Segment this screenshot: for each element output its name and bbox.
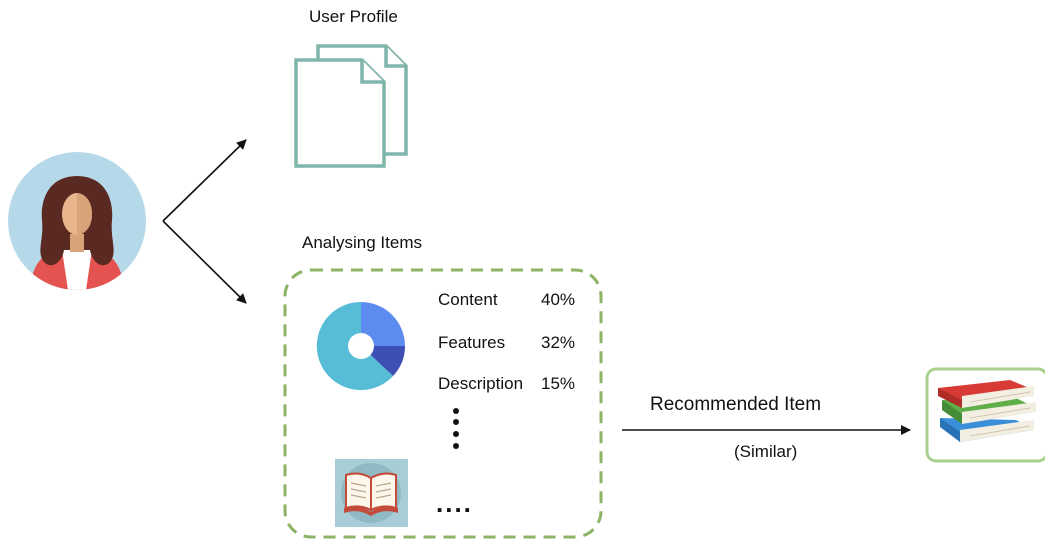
attribute-name-features: Features: [438, 333, 506, 352]
profile-documents-icon: [294, 44, 408, 168]
attribute-percent-content: 40%: [541, 290, 576, 309]
user-profile-title: User Profile: [309, 7, 398, 26]
book-stack-icon: [938, 380, 1036, 442]
attribute-name-content: Content: [438, 290, 498, 309]
recommended-item-label: Recommended Item: [650, 394, 822, 415]
user-avatar-icon: [8, 152, 146, 290]
vertical-ellipsis-icon: [453, 408, 459, 449]
branch-connector: [162, 139, 247, 304]
attribute-percent-description: 15%: [541, 374, 576, 393]
attribute-name-description: Description: [438, 374, 524, 393]
analysing-container: [283, 268, 603, 539]
analysing-items-title: Analysing Items: [302, 233, 422, 252]
attributes-donut-icon: [316, 301, 405, 390]
open-book-icon: [335, 459, 408, 527]
recommended-item-subtitle: (Similar): [734, 442, 798, 461]
attribute-percent-features: 32%: [541, 333, 576, 352]
more-items-ellipsis: ....: [436, 488, 473, 518]
